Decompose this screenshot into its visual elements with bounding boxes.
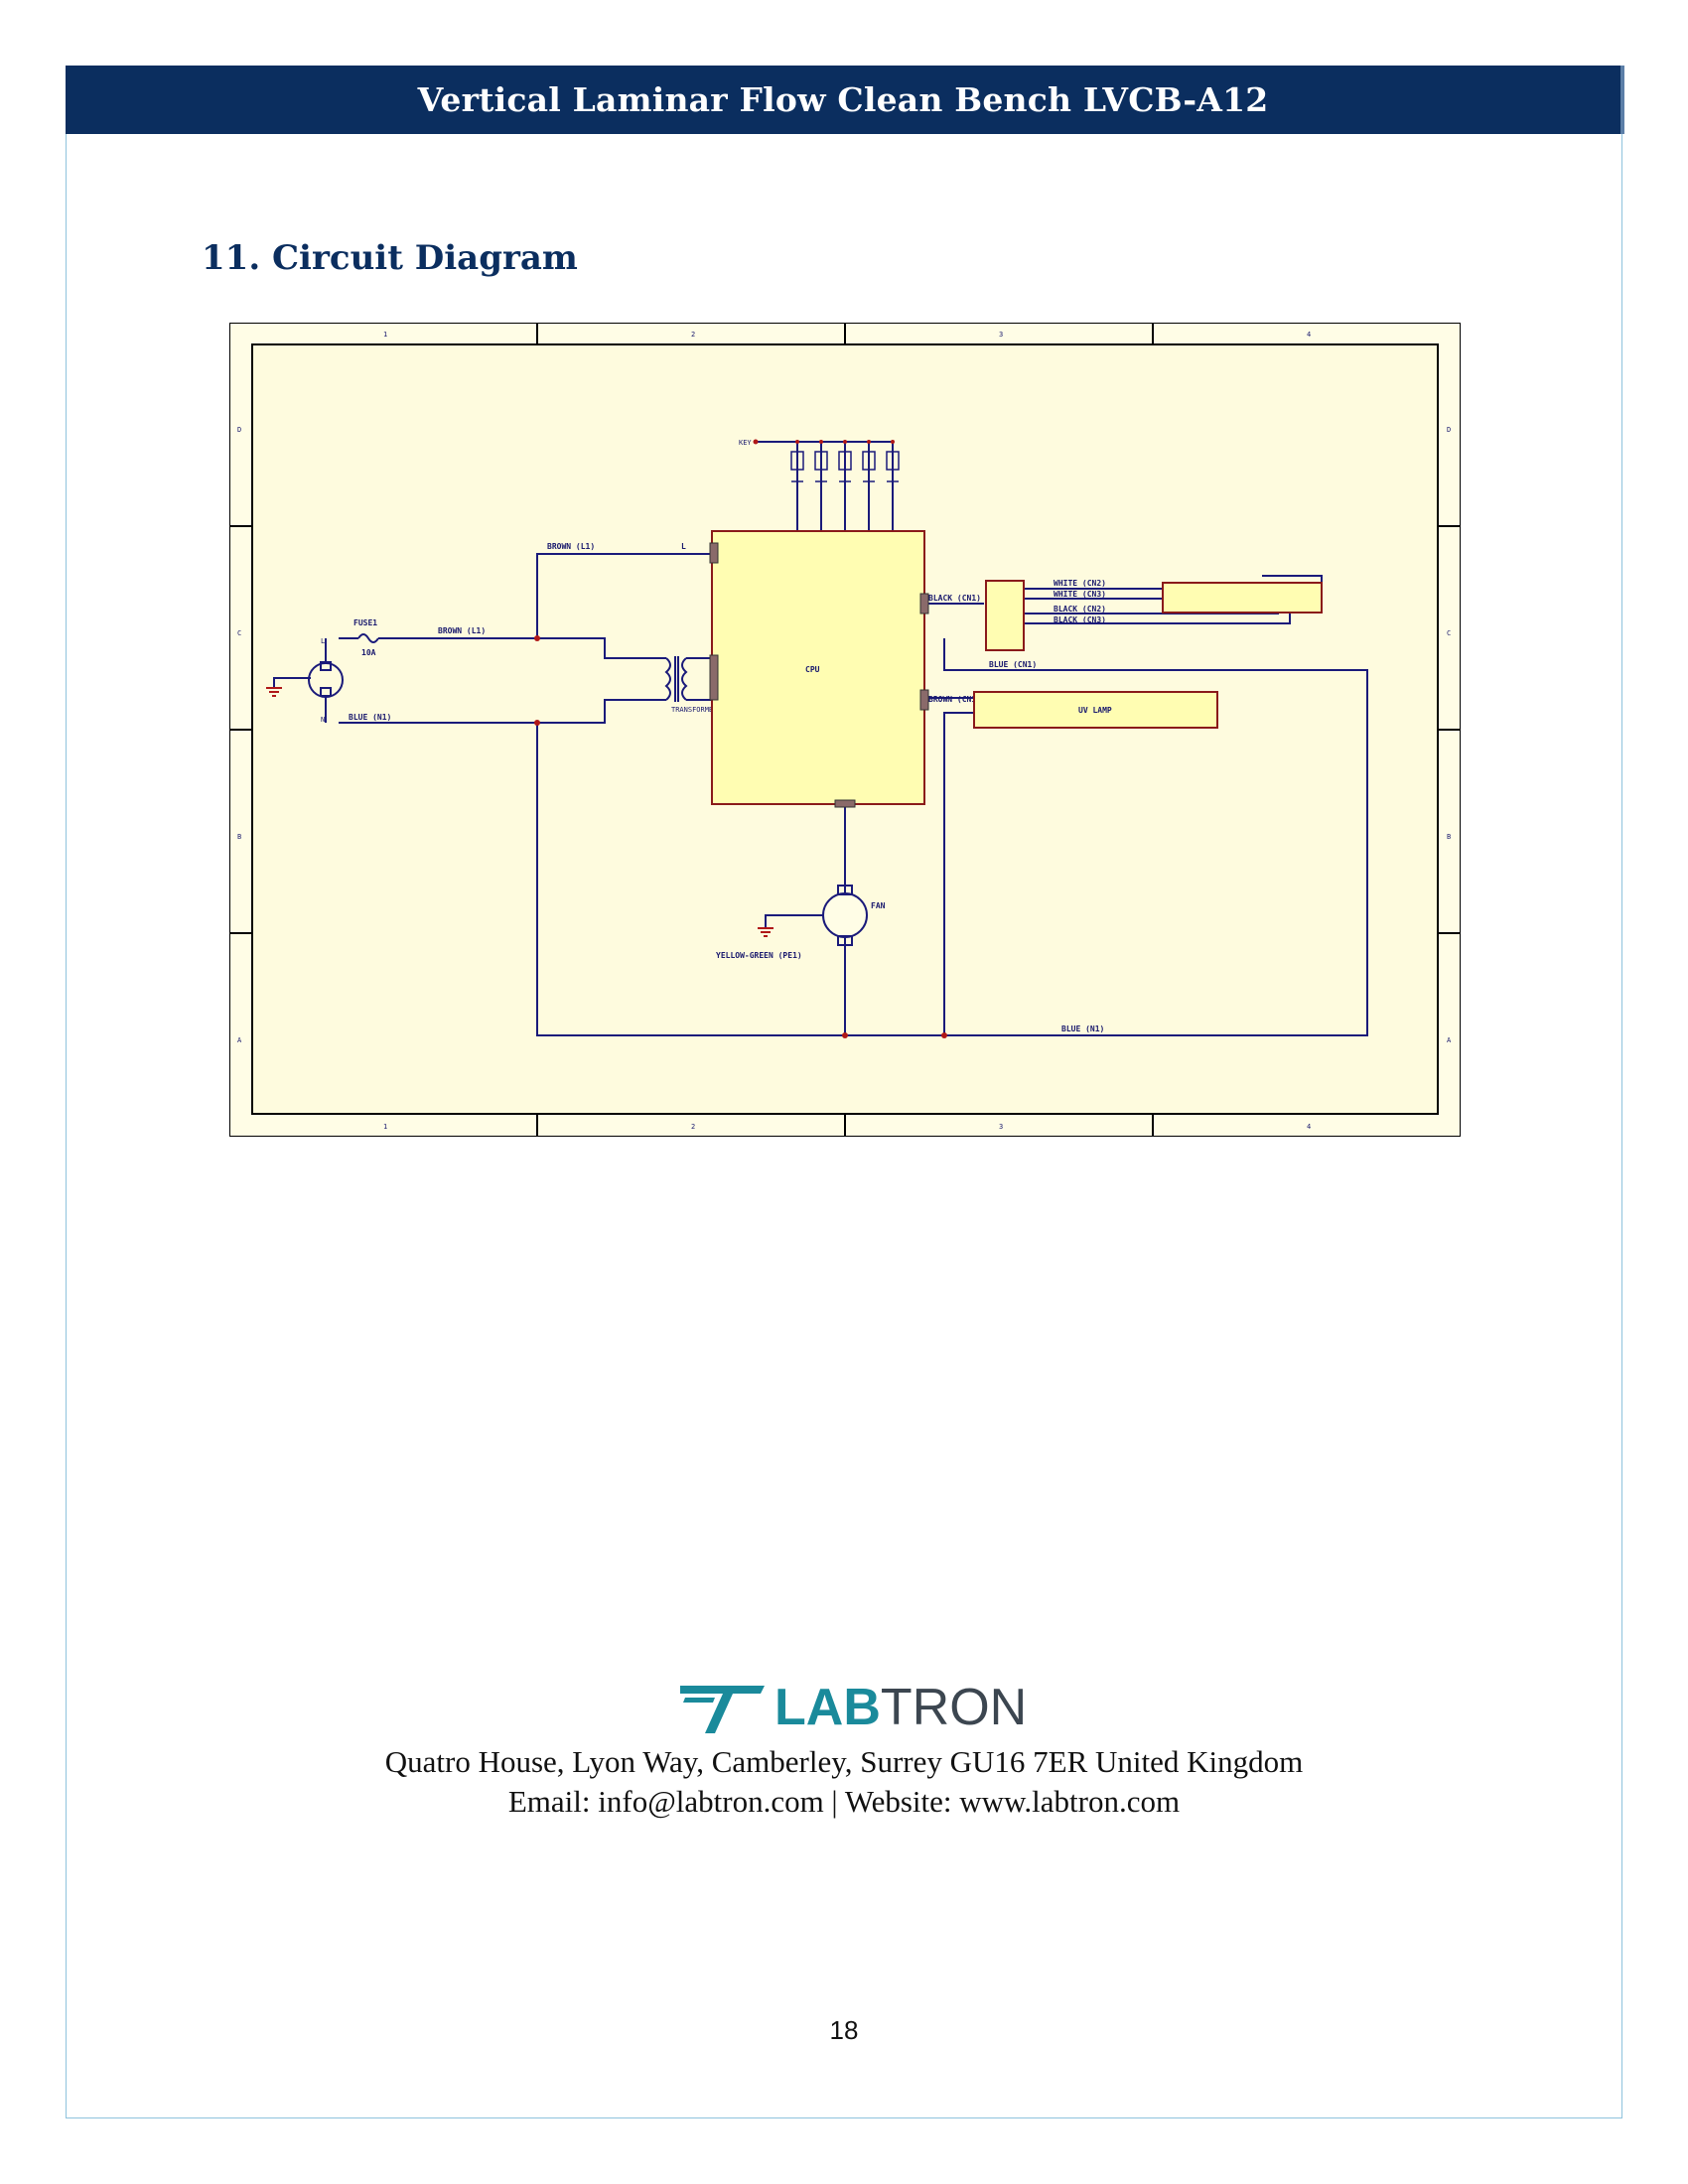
fan-wire-label: YELLOW-GREEN (PE1) — [716, 951, 802, 960]
white-2-label: WHITE (CN3) — [1054, 590, 1106, 599]
logo-text-light: TRON — [880, 1679, 1028, 1736]
zone-col-1-bottom: 1 — [383, 1123, 387, 1131]
zone-col-1-top: 1 — [383, 331, 387, 339]
live-wire-top-label: BROWN (L1) — [547, 542, 595, 551]
black-1-label: BLACK (CN2) — [1054, 605, 1106, 614]
labtron-logo-mark — [680, 1686, 765, 1733]
inlet-terminal-l: L — [321, 637, 325, 645]
document-title-text: Vertical Laminar Flow Clean Bench LVCB-A… — [417, 80, 1269, 119]
fan-motor-symbol — [822, 885, 868, 946]
document-title: Vertical Laminar Flow Clean Bench LVCB-A… — [66, 66, 1624, 134]
zone-row-a-left: A — [237, 1036, 242, 1044]
power-inlet-symbol: L N — [308, 637, 344, 724]
cpu-connector-cn1 — [919, 689, 929, 711]
footer-address: Quatro House, Lyon Way, Camberley, Surre… — [384, 1744, 1304, 1779]
brown-ctrl-label: BROWN (CN1) — [928, 695, 981, 704]
logo-t-accent — [683, 1698, 715, 1703]
bottom-wire-label: BLUE (N1) — [1061, 1024, 1104, 1033]
zone-dividers — [229, 323, 1461, 1137]
fluorescent-lamp — [1162, 582, 1323, 614]
logo-text-bold: LAB — [774, 1679, 881, 1736]
zone-col-4-top: 4 — [1307, 331, 1311, 339]
fan-label: FAN — [871, 901, 886, 910]
inlet-terminal-n: N — [321, 716, 325, 724]
logo-wordmark: LABTRON — [774, 1678, 1027, 1737]
neutral-wire-label: BLUE (N1) — [349, 713, 391, 722]
zone-col-2-top: 2 — [691, 331, 695, 339]
uv-lamp-label: UV LAMP — [1078, 706, 1112, 715]
ground-symbols — [266, 687, 774, 937]
zone-row-d-right: D — [1447, 426, 1451, 434]
logo-t-shape — [680, 1686, 765, 1733]
zone-row-b-left: B — [237, 833, 241, 841]
cpu-connector-fan — [834, 799, 856, 808]
cpu-label: CPU — [805, 665, 820, 674]
switch-pins — [753, 439, 895, 445]
zone-row-d-left: D — [237, 426, 241, 434]
fuse-label: FUSE1 — [353, 618, 377, 627]
zone-row-b-right: B — [1447, 833, 1451, 841]
zone-col-3-bottom: 3 — [999, 1123, 1003, 1131]
junctions — [534, 635, 947, 1038]
zone-col-3-top: 3 — [999, 331, 1003, 339]
cpu-terminal-l-label: L — [681, 542, 686, 551]
transformer-label: TRANSFORMER — [671, 706, 718, 714]
switch-array — [790, 451, 900, 482]
transformer-symbol — [664, 656, 688, 702]
zone-labels: 1 2 3 4 1 2 3 4 D C B A D C B A — [237, 331, 1452, 1131]
zone-row-c-left: C — [237, 629, 241, 637]
circuit-diagram: 1 2 3 4 1 2 3 4 D C B A D C B A — [229, 323, 1461, 1137]
black-ctrl-label: BLACK (CN1) — [928, 594, 981, 603]
live-wire-label: BROWN (L1) — [438, 626, 486, 635]
uv-lamp — [973, 691, 1218, 729]
cpu-connector-l — [709, 542, 719, 564]
zone-row-a-right: A — [1447, 1036, 1452, 1044]
page-number: 18 — [829, 2015, 859, 2045]
zone-col-4-bottom: 4 — [1307, 1123, 1311, 1131]
cpu-connector-cn2 — [919, 593, 929, 614]
relay-block — [985, 580, 1025, 651]
footer-contact: Email: info@labtron.com | Website: www.l… — [507, 1784, 1181, 1819]
fuse-symbol: FUSE1 10A — [353, 618, 379, 657]
section-heading: 11. Circuit Diagram — [202, 238, 578, 278]
blue-ctrl-label: BLUE (CN1) — [989, 660, 1037, 669]
zone-col-2-bottom: 2 — [691, 1123, 695, 1131]
fuse-rating-label: 10A — [361, 648, 376, 657]
labtron-logo: LABTRON — [675, 1676, 1027, 1743]
cpu-block — [711, 530, 925, 805]
white-1-label: WHITE (CN2) — [1054, 579, 1106, 588]
zone-row-c-right: C — [1447, 629, 1451, 637]
switch-net-label: KEY — [739, 439, 752, 447]
cpu-connector-transformer — [709, 654, 719, 701]
black-2-label: BLACK (CN3) — [1054, 615, 1106, 624]
